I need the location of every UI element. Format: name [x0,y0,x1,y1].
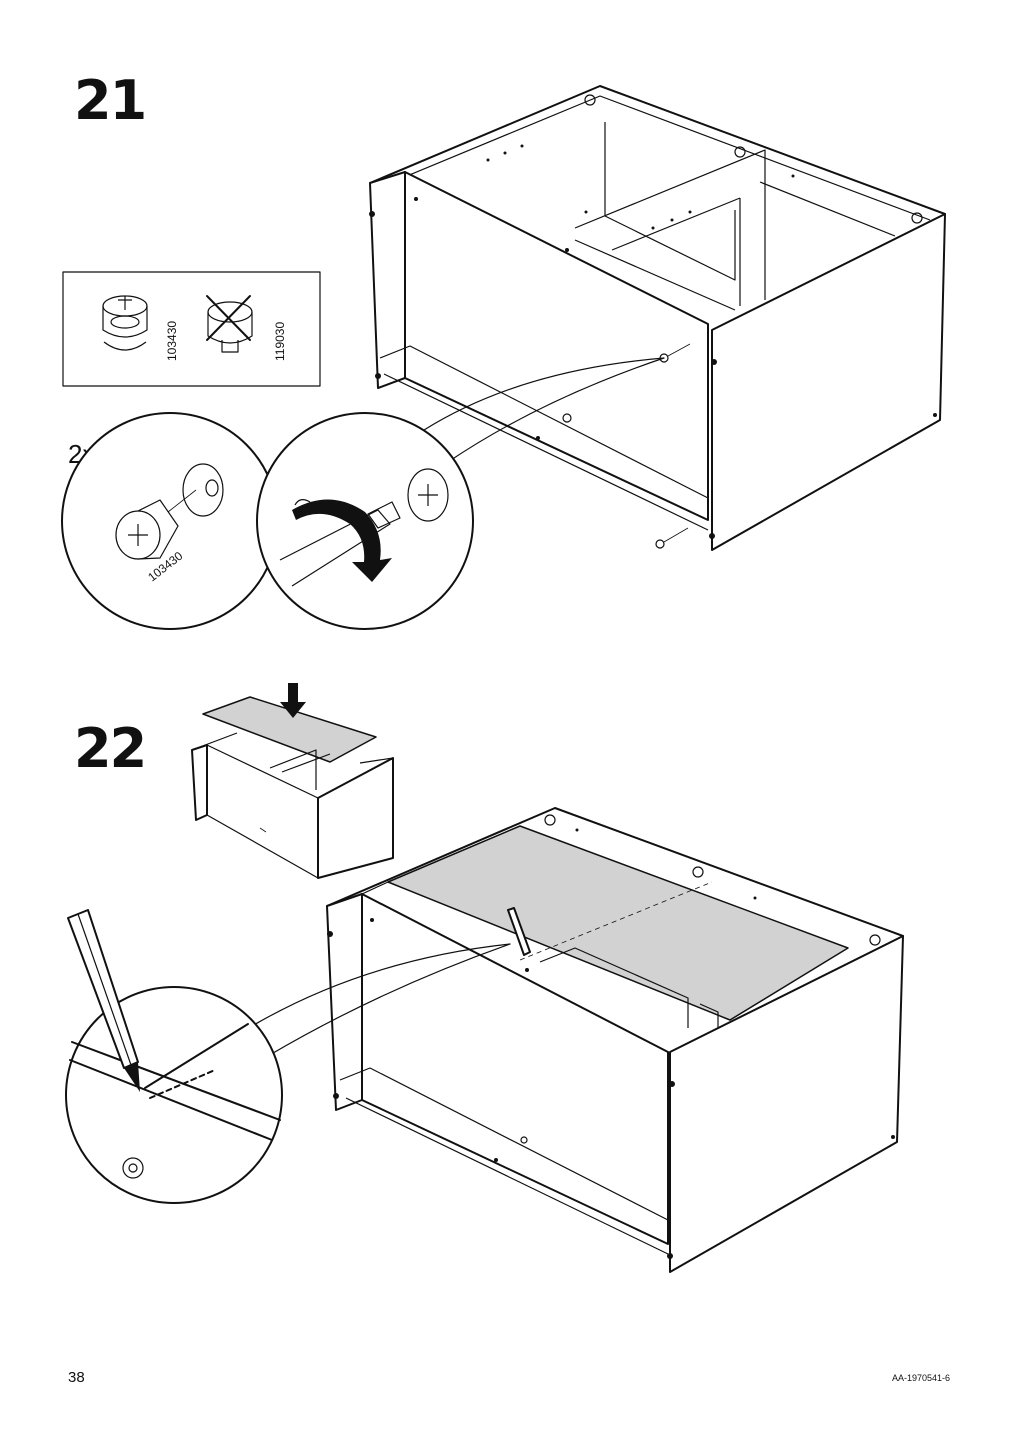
step-21-number: 21 [74,69,147,132]
part-number-103430: 103430 [165,321,179,361]
step-21-cabinet [369,85,946,551]
part-number-119030: 119030 [273,322,287,361]
page-number: 38 [68,1369,85,1386]
cross-out-icon [206,295,251,341]
detail-circle-insert-cam: 103430 [61,412,279,630]
step-22-number: 22 [74,717,147,780]
detail-circle-mark-pencil [65,909,283,1204]
step-22-preview [191,683,394,879]
detail-circle-turn-cam [256,412,474,630]
cam-hole-icon [122,1157,144,1179]
pencil-icon [67,909,140,1092]
step-22-cabinet [326,807,904,1273]
cam-lock-103430-icon [102,295,148,351]
parts-box: 103430 119030 [62,271,321,387]
cam-lock-119030-icon [207,301,253,353]
document-code: AA-1970541-6 [891,1373,950,1383]
